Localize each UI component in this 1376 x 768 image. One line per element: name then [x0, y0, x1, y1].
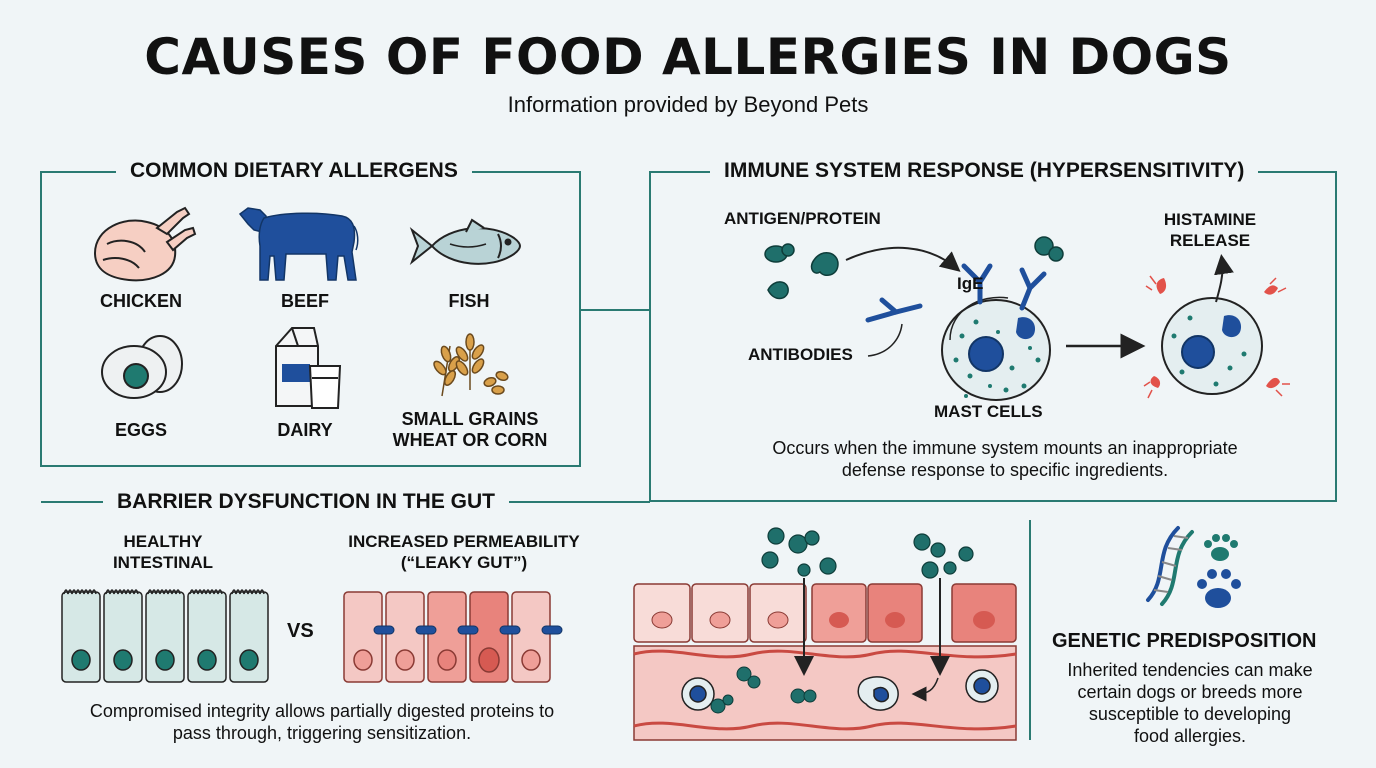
mast-cells-label: MAST CELLS: [934, 402, 1043, 421]
page-title: CAUSES OF FOOD ALLERGIES IN DOGS: [144, 28, 1232, 86]
gut-heading: BARRIER DYSFUNCTION IN THE GUT: [103, 490, 509, 514]
immune-diagram: [764, 236, 1290, 401]
leaky-cell: [511, 591, 551, 683]
allergen-chicken-label: CHICKEN: [99, 291, 182, 311]
healthy-label: HEALTHY INTESTINAL: [112, 532, 214, 572]
chicken-icon: [93, 206, 197, 282]
healthy-cell: [61, 589, 101, 683]
allergen-beef-label: BEEF: [280, 291, 329, 311]
paw-print-icon: [1197, 534, 1241, 608]
genetic-description: Inherited tendencies can make certain do…: [1067, 660, 1313, 746]
lumen-proteins: [761, 527, 974, 579]
immune-heading: IMMUNE SYSTEM RESPONSE (HYPERSENSITIVITY…: [710, 159, 1259, 183]
healthy-cell: [145, 589, 185, 683]
healthy-cells: [61, 589, 269, 683]
intestine-cross-section: [633, 527, 1017, 741]
allergen-grains-label: SMALL GRAINS WHEAT OR CORN: [392, 409, 548, 450]
wheat-icon: [433, 333, 509, 397]
allergen-dairy-label: DAIRY: [277, 420, 333, 440]
vs-label: VS: [287, 620, 314, 642]
antibodies-label: ANTIBODIES: [748, 345, 853, 364]
allergen-fish-label: FISH: [448, 291, 490, 311]
cow-icon: [238, 207, 359, 281]
healthy-cell: [187, 589, 227, 683]
histamine-label: HISTAMINE RELEASE: [1163, 210, 1257, 250]
dna-icon: [1146, 526, 1194, 606]
healthy-cell: [229, 589, 269, 683]
ige-antibodies: [961, 263, 1047, 311]
leaky-gut-label: INCREASED PERMEABILITY (“LEAKY GUT”): [348, 532, 580, 572]
leaky-cell: [427, 591, 467, 683]
ige-label: IgE: [957, 274, 984, 293]
healthy-cell: [103, 589, 143, 683]
genetic-heading: GENETIC PREDISPOSITION: [1052, 630, 1317, 652]
antibody-icon: [865, 297, 923, 323]
allergen-eggs-label: EGGS: [114, 420, 167, 440]
eggs-icon: [101, 335, 183, 399]
leaky-cell: [469, 591, 509, 683]
allergens-heading: COMMON DIETARY ALLERGENS: [116, 159, 472, 183]
antigen-proteins: [764, 236, 1064, 300]
milk-icon: [275, 327, 342, 409]
immune-description: Occurs when the immune system mounts an …: [772, 438, 1238, 480]
fish-icon: [409, 218, 521, 266]
mast-cell: [941, 296, 1051, 401]
histamine-droplets: [1150, 278, 1280, 389]
leaky-cells: [343, 591, 563, 683]
leaky-cell: [343, 591, 383, 683]
antigen-label: ANTIGEN/PROTEIN: [724, 209, 881, 228]
page-subtitle: Information provided by Beyond Pets: [507, 92, 869, 117]
gut-description: Compromised integrity allows partially d…: [89, 701, 555, 743]
leaky-cell: [385, 591, 425, 683]
degranulating-mast-cell: [1161, 254, 1263, 395]
